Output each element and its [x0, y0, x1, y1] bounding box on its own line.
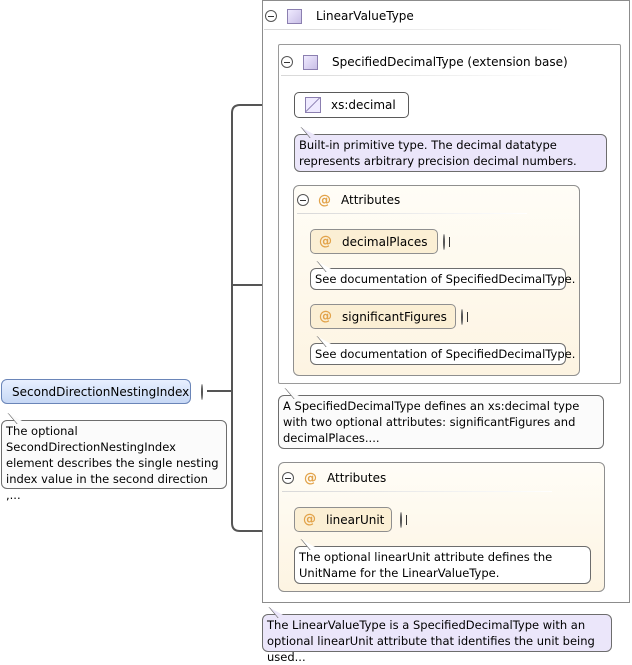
inner-attributes-header: @ Attributes — [297, 191, 400, 209]
decimal-places-doc: See documentation of SpecifiedDecimalTyp… — [310, 268, 575, 290]
at-sign-icon: @ — [319, 309, 332, 324]
at-sign-icon: @ — [318, 192, 331, 208]
linear-value-type-title: LinearValueType — [316, 9, 414, 23]
expand-icon[interactable] — [443, 234, 445, 250]
attribute-name: linearUnit — [326, 512, 385, 527]
linear-value-type-doc: The LinearValueType is a SpecifiedDecima… — [262, 614, 612, 664]
specified-decimal-type-title: SpecifiedDecimalType (extension base) — [332, 55, 568, 69]
significant-figures-doc: See documentation of SpecifiedDecimalTyp… — [310, 343, 575, 365]
outer-attributes-header: @ Attributes — [282, 469, 386, 487]
collapse-icon[interactable] — [297, 194, 309, 206]
at-sign-icon: @ — [304, 470, 317, 486]
attribute-decimal-places[interactable]: @ decimalPlaces — [310, 229, 438, 254]
linear-value-type-header: LinearValueType — [265, 7, 414, 25]
at-sign-icon: @ — [303, 512, 316, 527]
xs-decimal-label: xs:decimal — [331, 98, 396, 112]
element-doc: The optional SecondDirectionNestingIndex… — [1, 420, 227, 502]
xs-decimal-doc: Built-in primitive type. The decimal dat… — [294, 134, 607, 172]
simple-type-icon — [305, 97, 321, 113]
attribute-name: decimalPlaces — [342, 234, 428, 249]
xs-decimal-type[interactable]: xs:decimal — [294, 92, 409, 118]
collapse-icon[interactable] — [201, 384, 203, 400]
specified-decimal-type-header: SpecifiedDecimalType (extension base) — [281, 53, 568, 71]
complex-type-icon — [287, 8, 302, 24]
attribute-significant-figures[interactable]: @ significantFigures — [310, 304, 456, 329]
collapse-icon[interactable] — [281, 56, 293, 68]
at-sign-icon: @ — [319, 234, 332, 249]
expand-icon[interactable] — [400, 512, 402, 528]
inner-attributes-label: Attributes — [341, 193, 401, 207]
outer-attributes-label: Attributes — [327, 471, 387, 485]
collapse-icon[interactable] — [265, 10, 277, 22]
complex-type-icon — [303, 54, 318, 70]
attribute-linear-unit[interactable]: @ linearUnit — [294, 507, 392, 532]
element-second-direction-nesting-index[interactable]: SecondDirectionNestingIndex — [1, 379, 191, 404]
specified-decimal-type-doc: A SpecifiedDecimalType defines an xs:dec… — [278, 395, 604, 449]
attribute-name: significantFigures — [342, 309, 447, 324]
linear-unit-doc: The optional linearUnit attribute define… — [294, 546, 591, 584]
element-name: SecondDirectionNestingIndex — [12, 384, 190, 399]
expand-icon[interactable] — [461, 309, 463, 325]
collapse-icon[interactable] — [282, 472, 294, 484]
